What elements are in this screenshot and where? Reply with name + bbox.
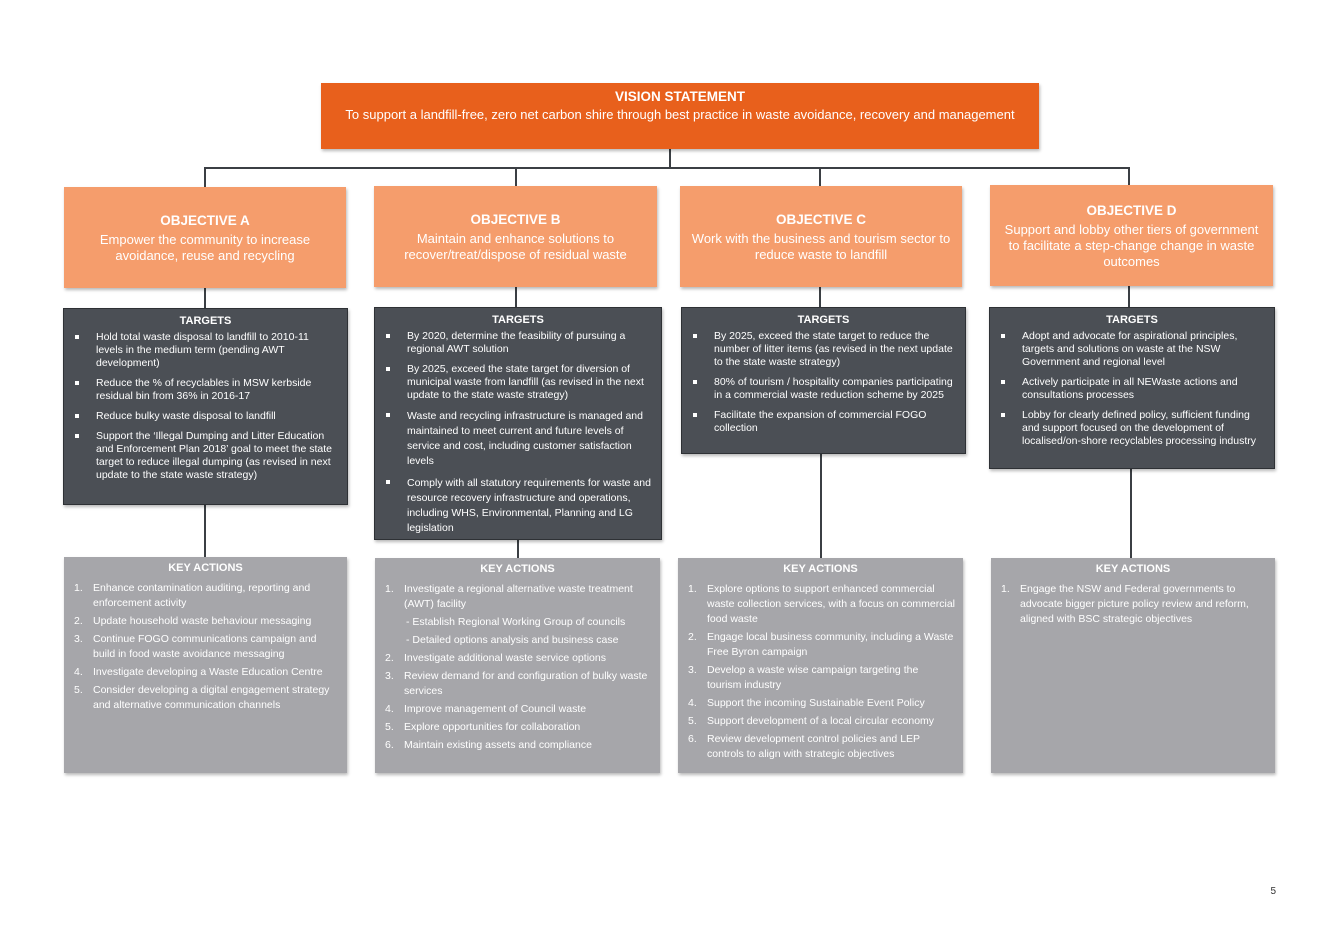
targets-d-heading: TARGETS [1106, 314, 1158, 326]
action-item: 2.Investigate additional waste service o… [385, 652, 606, 664]
target-item: Adopt and advocate for aspirational prin… [1000, 330, 1264, 369]
targets-a-heading: TARGETS [179, 315, 232, 327]
connector-a-tgt-act [204, 505, 206, 557]
key-actions-a-list: 1.Enhance contamination auditing, report… [72, 581, 339, 713]
key-actions-c-heading: KEY ACTIONS [783, 563, 858, 575]
key-actions-c-list: 1.Explore options to support enhanced co… [686, 582, 955, 762]
targets-a-box: TARGETS Hold total waste disposal to lan… [63, 308, 348, 505]
objective-a-text: Empower the community to increase avoida… [99, 231, 311, 263]
connector-d-tgt-act [1130, 469, 1132, 558]
connector-a-top [204, 167, 206, 187]
connector-c-obj-tgt [819, 287, 821, 307]
target-item: By 2025, exceed the state target for div… [385, 363, 651, 402]
objective-a-box: OBJECTIVE A Empower the community to inc… [64, 187, 346, 288]
target-item: Actively participate in all NEWaste acti… [1000, 376, 1264, 402]
vision-statement-box: VISION STATEMENT To support a landfill-f… [321, 83, 1039, 149]
key-actions-d-list: 1.Engage the NSW and Federal governments… [999, 582, 1267, 627]
key-actions-b-heading: KEY ACTIONS [480, 563, 555, 575]
objective-b-text: Maintain and enhance solutions to recove… [404, 230, 627, 262]
action-item: 5.Consider developing a digital engageme… [74, 684, 330, 711]
targets-c-list: By 2025, exceed the state target to redu… [692, 330, 955, 435]
key-actions-d-heading: KEY ACTIONS [1095, 563, 1171, 575]
action-item: 1.Explore options to support enhanced co… [688, 583, 956, 625]
key-actions-d-box: KEY ACTIONS 1.Engage the NSW and Federal… [991, 558, 1275, 773]
connector-c-tgt-act [820, 454, 822, 558]
targets-d-list: Adopt and advocate for aspirational prin… [1000, 330, 1264, 448]
action-item: 4.Investigate developing a Waste Educati… [74, 666, 323, 678]
targets-a-list: Hold total waste disposal to landfill to… [74, 331, 337, 482]
targets-b-heading: TARGETS [492, 314, 544, 326]
targets-b-list: By 2020, determine the feasibility of pu… [385, 330, 651, 536]
target-item: Lobby for clearly defined policy, suffic… [1000, 409, 1264, 448]
vision-heading: VISION STATEMENT [614, 89, 745, 104]
connector-vision-down [669, 149, 671, 168]
connector-a-obj-tgt [204, 288, 206, 308]
action-item: 6.Review development control policies an… [688, 733, 920, 760]
target-item: Support the ‘Illegal Dumping and Litter … [74, 430, 337, 482]
connector-c-top [819, 167, 821, 186]
objective-d-heading: OBJECTIVE D [1086, 202, 1177, 218]
objective-b-heading: OBJECTIVE B [470, 211, 561, 227]
objective-c-heading: OBJECTIVE C [775, 211, 867, 227]
action-item: 3.Develop a waste wise campaign targetin… [688, 664, 919, 691]
objective-d-text: Support and lobby other tiers of governm… [1004, 221, 1259, 269]
action-item: 5.Explore opportunities for collaboratio… [385, 721, 581, 733]
objective-d-box: OBJECTIVE D Support and lobby other tier… [990, 185, 1273, 286]
target-item: Reduce bulky waste disposal to landfill [74, 410, 337, 423]
target-item: Hold total waste disposal to landfill to… [74, 331, 337, 370]
targets-b-box: TARGETS By 2020, determine the feasibili… [374, 307, 662, 540]
action-item: 4.Improve management of Council waste [385, 703, 587, 715]
connector-d-obj-tgt [1128, 286, 1130, 307]
action-item: 5.Support development of a local circula… [688, 715, 935, 727]
vision-text: To support a landfill-free, zero net car… [345, 107, 1015, 122]
action-item: 1.Engage the NSW and Federal governments… [1001, 583, 1249, 625]
targets-c-box: TARGETS By 2025, exceed the state target… [681, 307, 966, 454]
action-item: 2.Engage local business community, inclu… [688, 631, 954, 658]
key-actions-a-box: KEY ACTIONS 1.Enhance contamination audi… [64, 557, 347, 773]
action-item: 1.Enhance contamination auditing, report… [74, 582, 311, 609]
target-item: 80% of tourism / hospitality companies p… [692, 376, 955, 402]
connector-b-tgt-act [517, 540, 519, 558]
key-actions-a-heading: KEY ACTIONS [168, 562, 243, 574]
key-actions-b-box: KEY ACTIONS 1.Investigate a regional alt… [375, 558, 660, 773]
objective-b-box: OBJECTIVE B Maintain and enhance solutio… [374, 186, 657, 287]
action-item: 4.Support the incoming Sustainable Event… [688, 697, 925, 709]
targets-d-box: TARGETS Adopt and advocate for aspiratio… [989, 307, 1275, 469]
key-actions-c-box: KEY ACTIONS 1.Explore options to support… [678, 558, 963, 773]
target-item: By 2020, determine the feasibility of pu… [385, 330, 651, 356]
connector-b-obj-tgt [515, 287, 517, 307]
action-subitem: - Establish Regional Working Group of co… [406, 616, 626, 628]
page-number: 5 [1270, 886, 1276, 897]
objective-c-text: Work with the business and tourism secto… [691, 230, 951, 262]
target-item: Waste and recycling infrastructure is ma… [385, 409, 651, 469]
connector-b-top [515, 167, 517, 186]
action-subitem: - Detailed options analysis and business… [406, 634, 619, 646]
action-item: 6.Maintain existing assets and complianc… [385, 739, 592, 751]
action-item: 1.Investigate a regional alternative was… [385, 583, 633, 610]
connector-horizontal [204, 167, 1130, 169]
target-item: Comply with all statutory requirements f… [385, 476, 651, 536]
objective-c-box: OBJECTIVE C Work with the business and t… [680, 186, 962, 287]
action-item: 3.Review demand for and configuration of… [385, 670, 648, 697]
action-item: 3.Continue FOGO communications campaign … [74, 633, 317, 660]
action-item: 2.Update household waste behaviour messa… [74, 615, 312, 627]
connector-d-top [1128, 167, 1130, 185]
target-item: Reduce the % of recyclables in MSW kerbs… [74, 377, 337, 403]
targets-c-heading: TARGETS [797, 314, 850, 326]
target-item: By 2025, exceed the state target to redu… [692, 330, 955, 369]
key-actions-b-list: 1.Investigate a regional alternative was… [383, 582, 652, 753]
target-item: Facilitate the expansion of commercial F… [692, 409, 955, 435]
objective-a-heading: OBJECTIVE A [160, 212, 250, 228]
